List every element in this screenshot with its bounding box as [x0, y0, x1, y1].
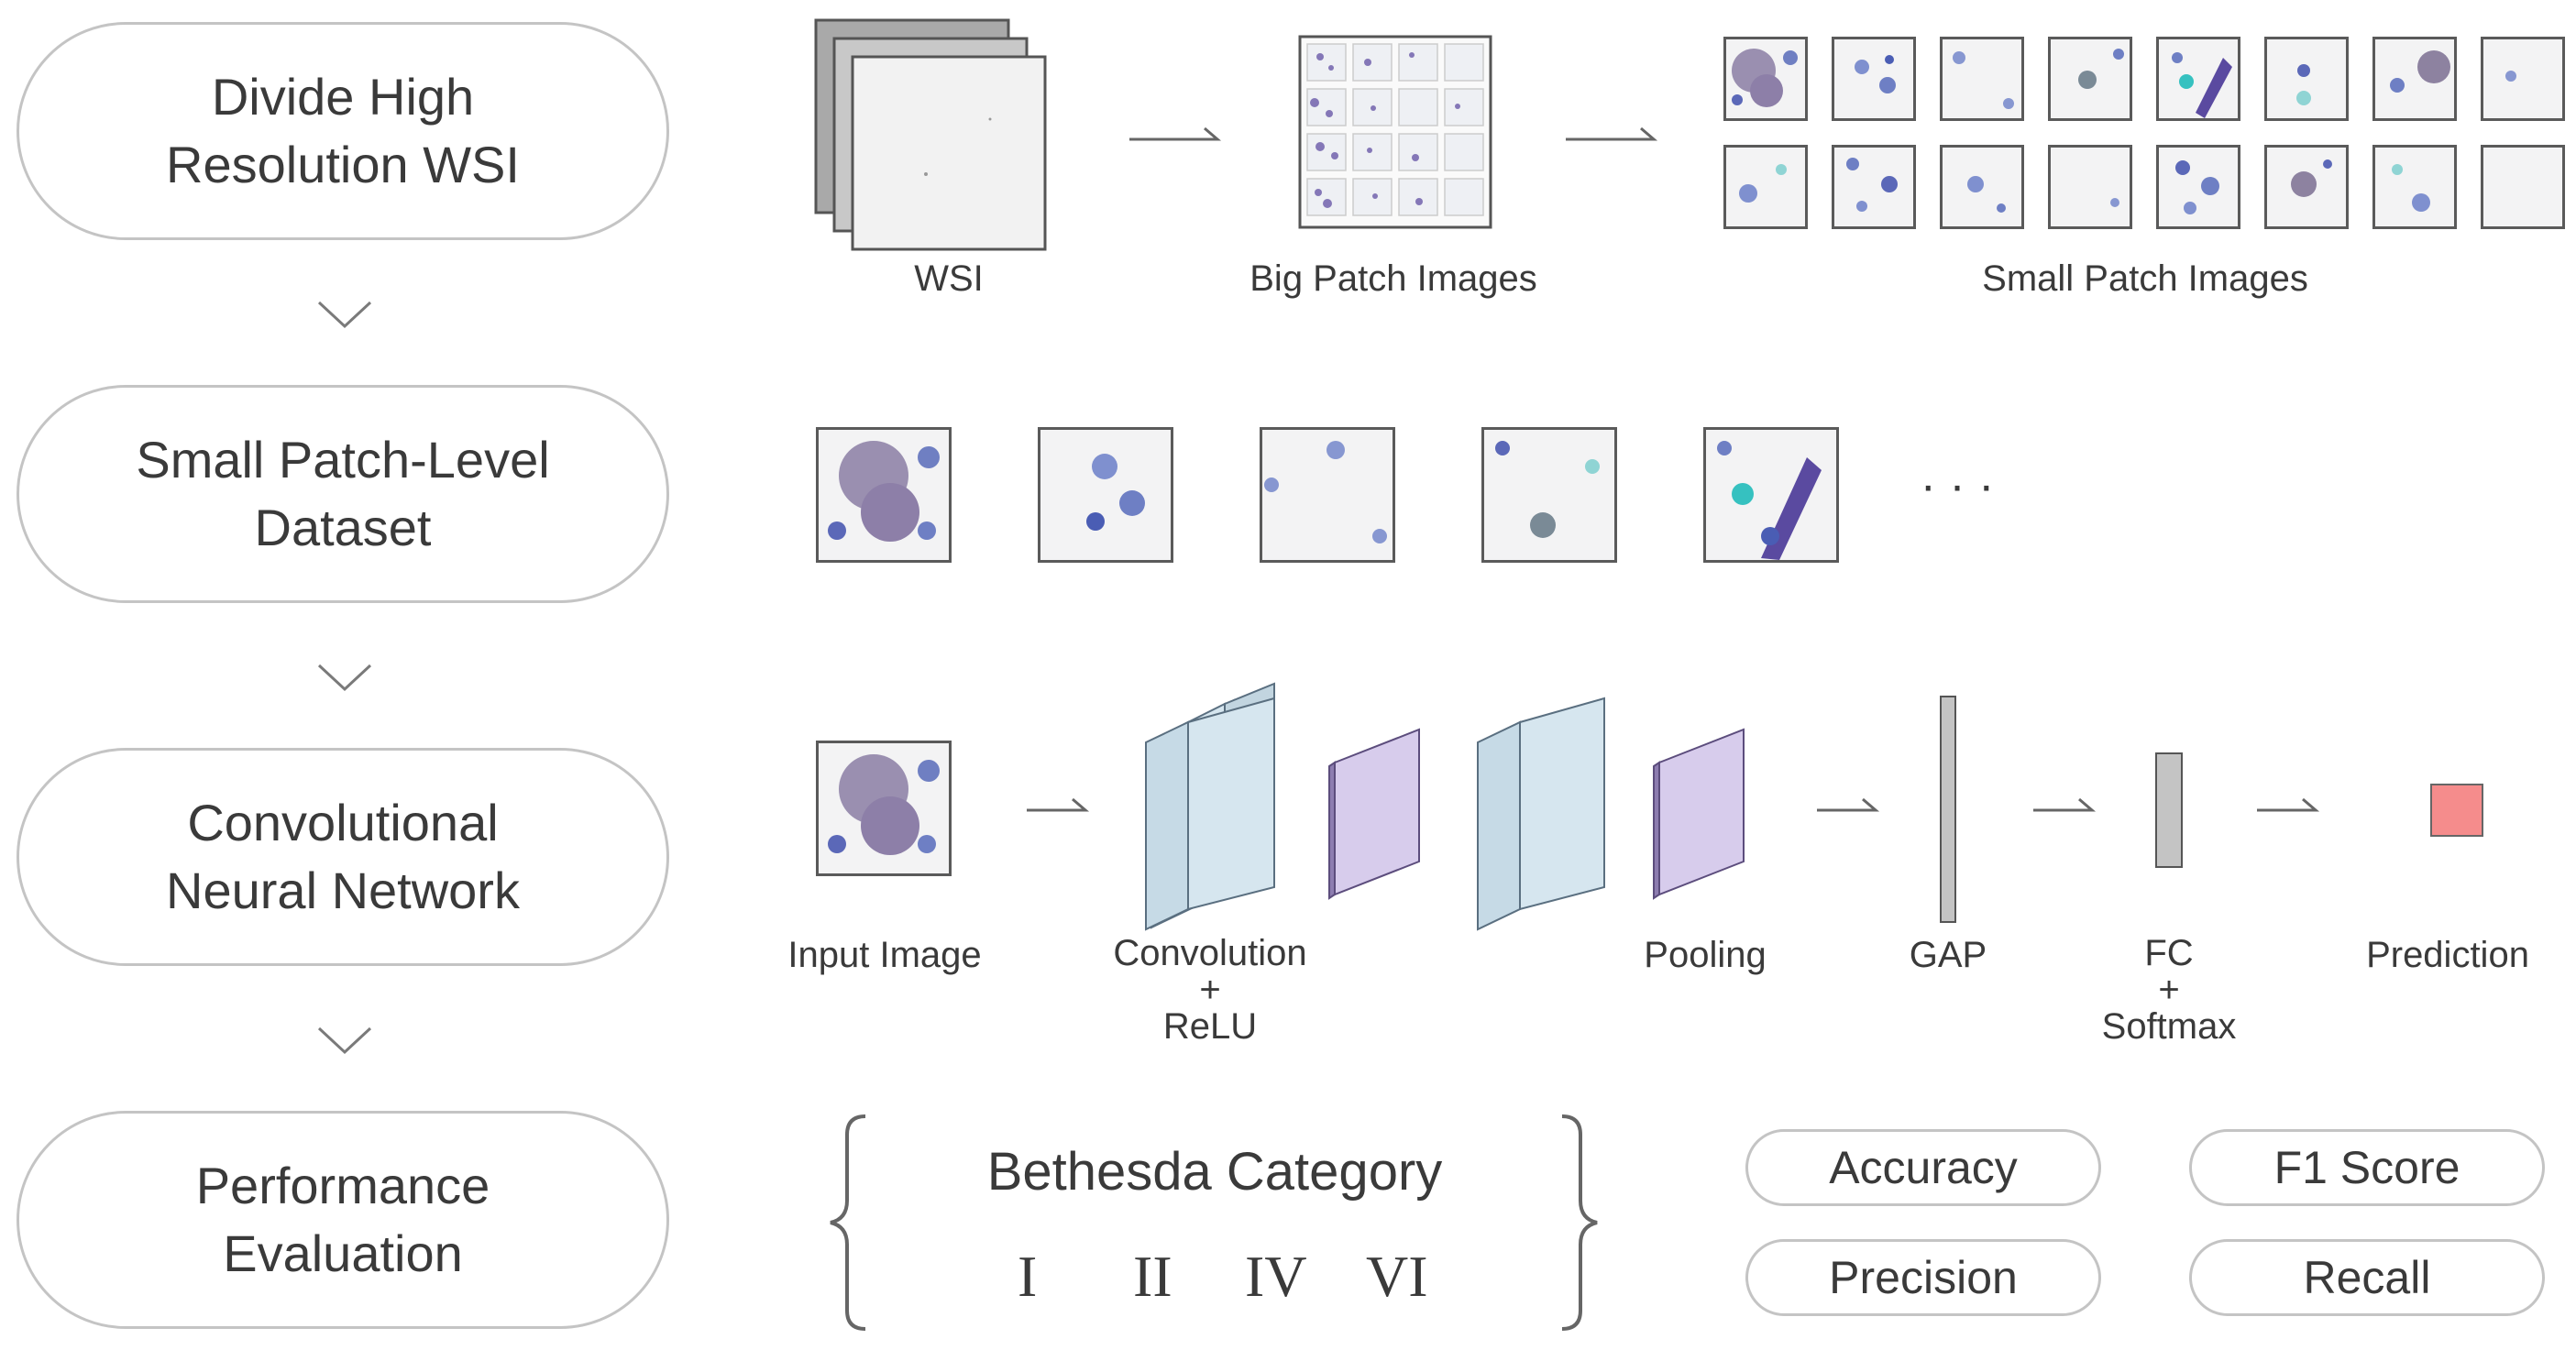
small-patch-thumbnail [2372, 37, 2457, 121]
arrow-icon [1129, 126, 1222, 141]
conv-block-2 [1477, 697, 1605, 931]
small-patch-thumbnail [2048, 145, 2132, 229]
small-patch-thumbnail [2156, 37, 2240, 121]
left-brace-icon [830, 1114, 866, 1331]
chevron-down-icon [317, 1026, 372, 1055]
input-image [816, 741, 952, 876]
category-ii: II [1133, 1244, 1172, 1309]
small-patch-thumbnail [2481, 145, 2565, 229]
bethesda-title: Bethesda Category [986, 1142, 1443, 1202]
step-evaluation-label: Performance Evaluation [195, 1157, 490, 1282]
conv-label-line: + [1199, 970, 1221, 1010]
small-patch-thumbnail [2264, 37, 2349, 121]
gap-bar [1940, 696, 1956, 923]
dataset-patch [1481, 427, 1617, 563]
arrow-icon [1027, 797, 1090, 812]
chevron-down-icon [317, 664, 372, 692]
arrow-icon [1817, 797, 1880, 812]
step-patch-dataset: Small Patch-Level Dataset [17, 385, 669, 603]
small-patch-thumbnail [2264, 145, 2349, 229]
right-brace-icon [1561, 1114, 1598, 1331]
fc-bar [2155, 752, 2183, 868]
dataset-patch [1703, 427, 1839, 563]
input-image-label: Input Image [787, 935, 982, 975]
step-evaluation: Performance Evaluation [17, 1111, 669, 1329]
small-patch-thumbnail [1723, 37, 1808, 121]
prediction-box [2430, 784, 2483, 837]
big-patch-grid [1298, 35, 1492, 229]
wsi-stack-icon [814, 18, 1047, 251]
gap-label: GAP [1909, 935, 1987, 975]
dataset-patch [1260, 427, 1395, 563]
small-patch-thumbnail [2372, 145, 2457, 229]
fc-label-line: Softmax [2101, 1006, 2237, 1047]
prediction-label: Prediction [2366, 935, 2529, 975]
pool-block-2 [1653, 728, 1745, 900]
big-patch-label: Big Patch Images [1249, 258, 1537, 299]
arrow-icon [2033, 797, 2097, 812]
category-vi: VI [1366, 1244, 1428, 1309]
wsi-label: WSI [914, 258, 984, 299]
arrow-icon [1566, 126, 1658, 141]
ellipsis: · · · [1920, 459, 1995, 512]
fc-label-line: FC [2144, 933, 2194, 973]
chevron-down-icon [317, 301, 372, 329]
pool-block-1 [1328, 728, 1420, 900]
step-patch-dataset-label: Small Patch-Level Dataset [136, 431, 550, 556]
small-patch-thumbnail [2156, 145, 2240, 229]
fc-label: FC + Softmax [2050, 935, 2288, 1045]
step-cnn: Convolutional Neural Network [17, 748, 669, 966]
arrow-icon [2257, 797, 2320, 812]
conv-label-line: ReLU [1162, 1006, 1258, 1047]
small-patch-thumbnail [1832, 37, 1916, 121]
category-iv: IV [1245, 1244, 1307, 1309]
fc-label-line: + [2158, 970, 2180, 1010]
metric-recall: Recall [2189, 1239, 2545, 1316]
small-patch-thumbnail [1723, 145, 1808, 229]
small-patch-thumbnail [1832, 145, 1916, 229]
dataset-patch [816, 427, 952, 563]
small-patch-label: Small Patch Images [1982, 258, 2308, 299]
small-patch-thumbnail [2048, 37, 2132, 121]
metric-f1-score: F1 Score [2189, 1129, 2545, 1206]
small-patch-thumbnail [2481, 37, 2565, 121]
category-i: I [1018, 1244, 1038, 1309]
conv-label-line: Convolution [1113, 933, 1307, 973]
small-patch-thumbnail [1940, 145, 2024, 229]
step-cnn-label: Convolutional Neural Network [166, 794, 520, 919]
conv-label: Convolution + ReLU [1063, 935, 1357, 1045]
pool-label: Pooling [1644, 935, 1767, 975]
dataset-patch [1038, 427, 1173, 563]
conv-block-1-front [1145, 697, 1275, 931]
metric-accuracy: Accuracy [1745, 1129, 2101, 1206]
metric-precision: Precision [1745, 1239, 2101, 1316]
step-divide-wsi-label: Divide High Resolution WSI [166, 68, 520, 193]
small-patch-thumbnail [1940, 37, 2024, 121]
step-divide-wsi: Divide High Resolution WSI [17, 22, 669, 240]
